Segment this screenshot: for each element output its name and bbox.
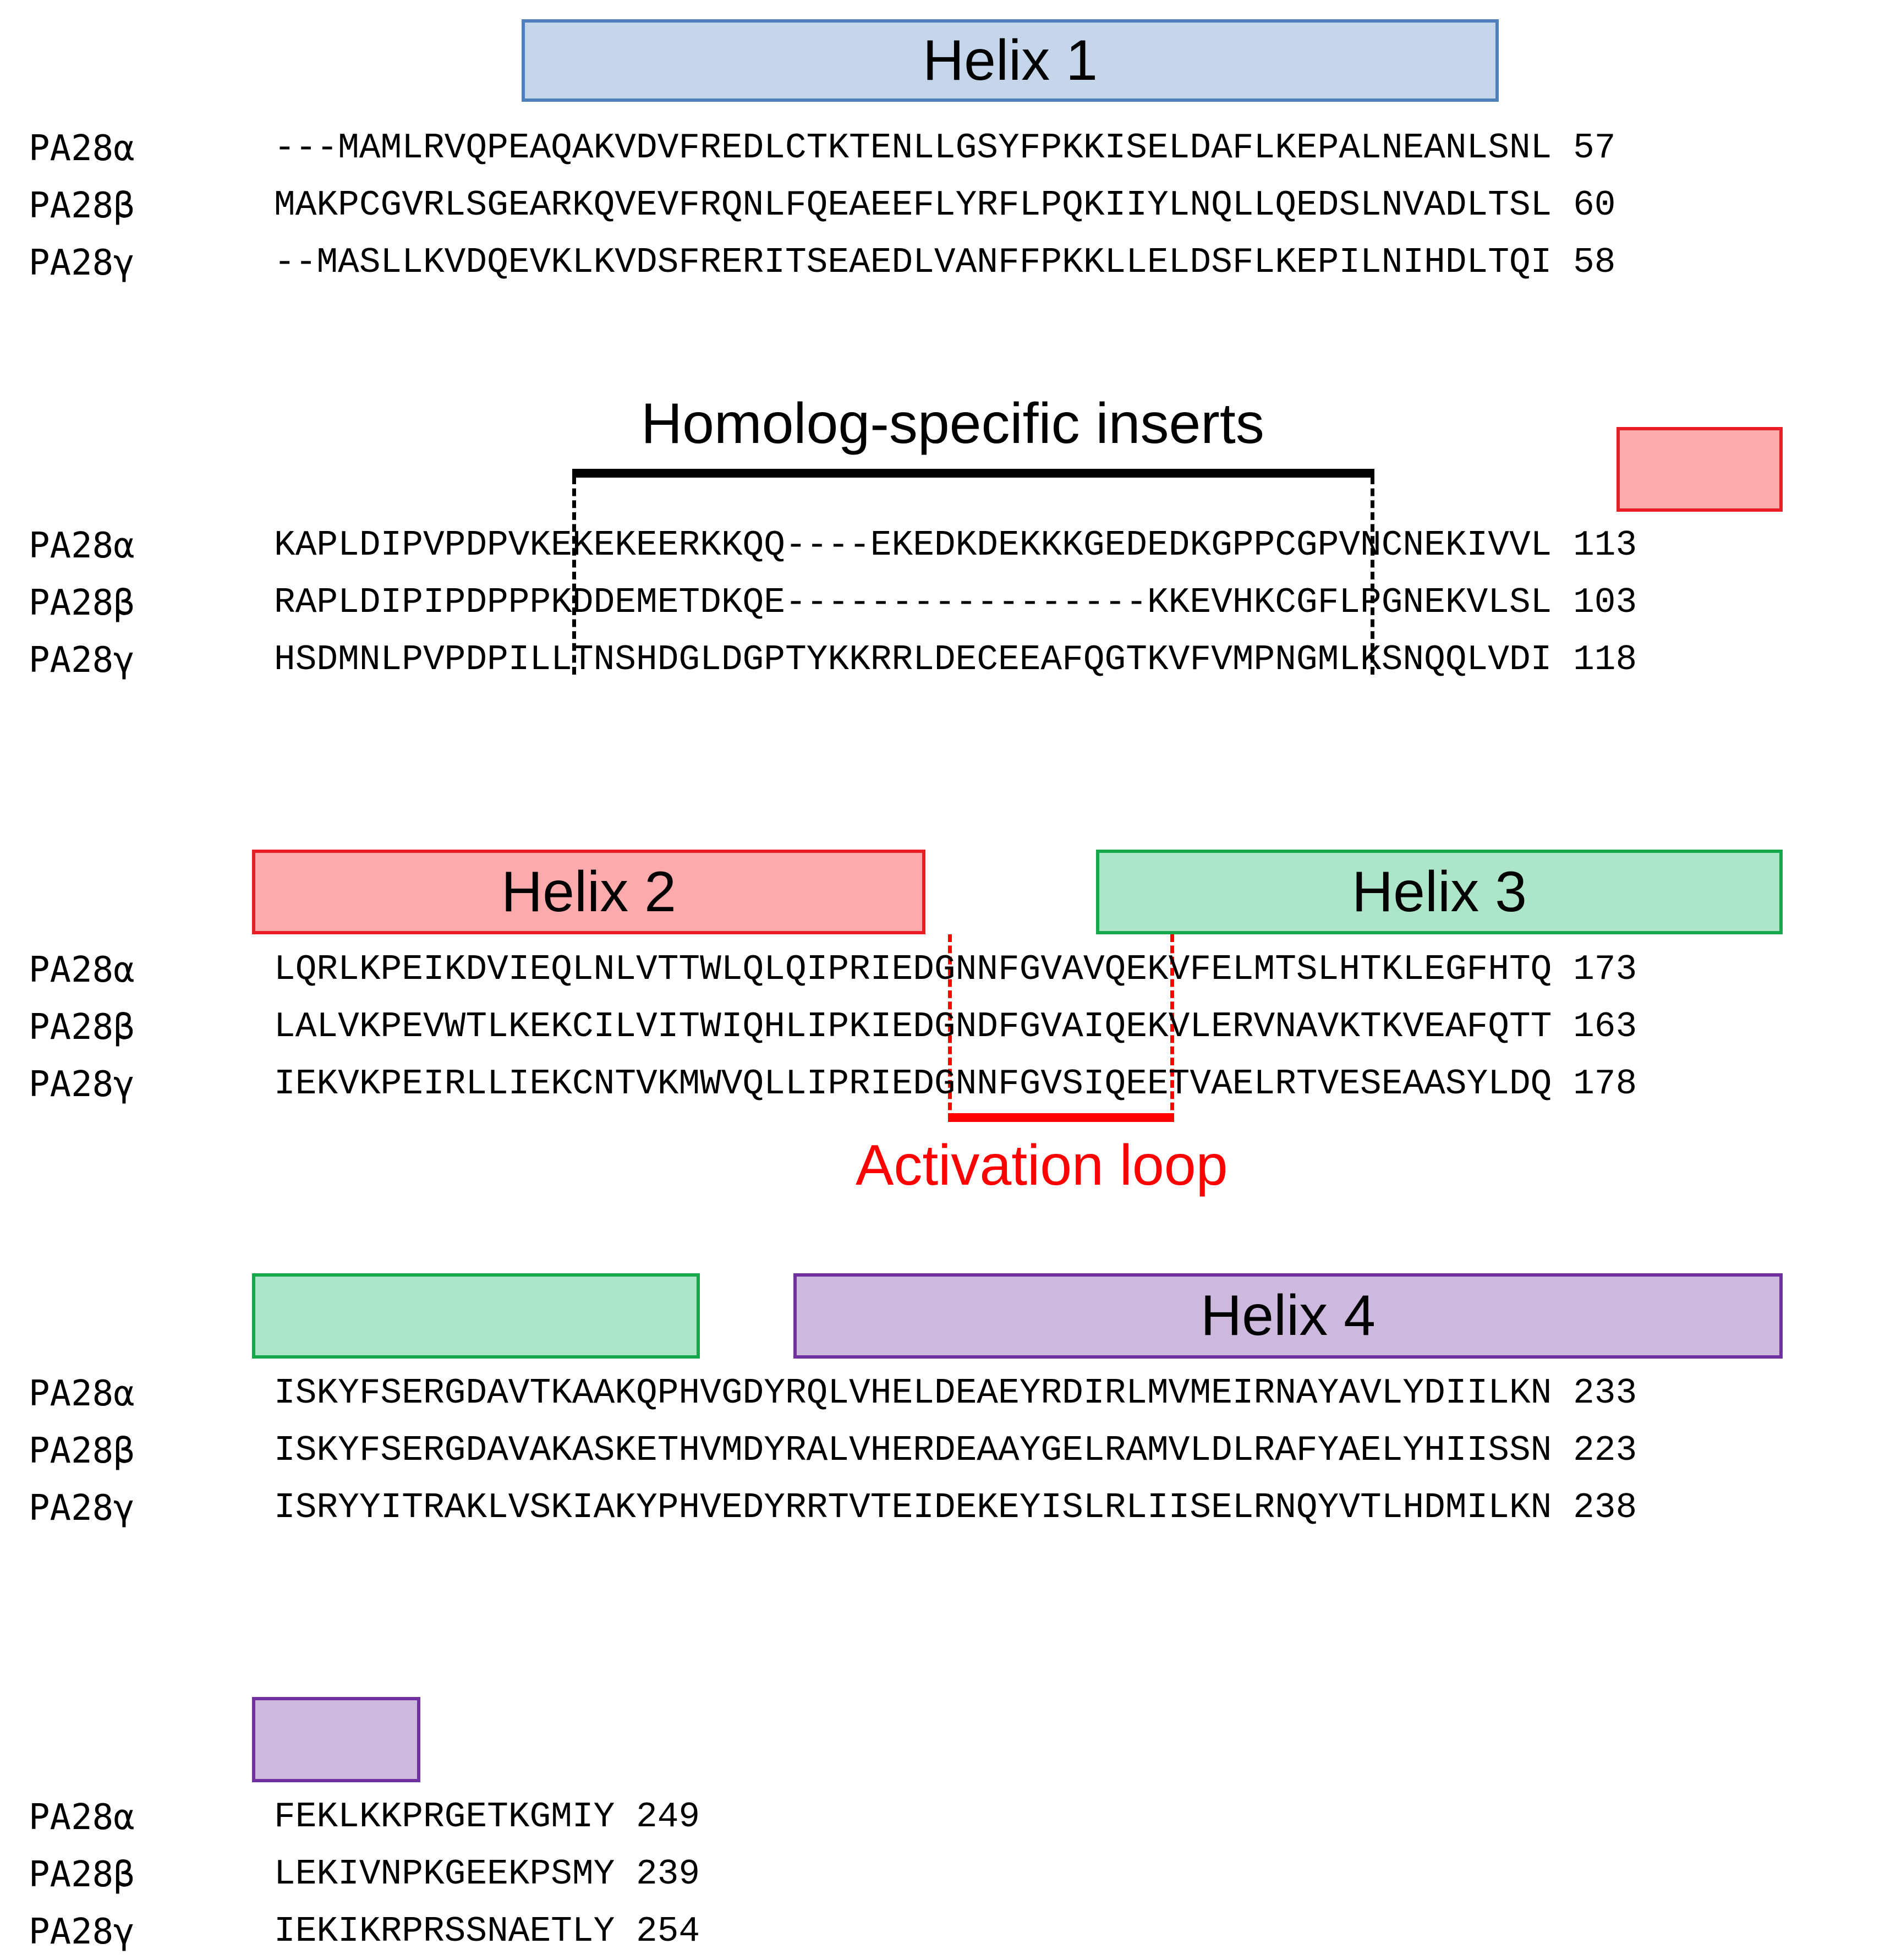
- sequence-text: FEKLKKPRGETKGMIY 249: [274, 1797, 700, 1837]
- helix-2-start-box: [1617, 427, 1783, 512]
- sequence-name: PA28β: [29, 1854, 135, 1895]
- activation-loop-label: Activation loop: [856, 1134, 1228, 1197]
- helix-2-label: Helix 2: [501, 859, 676, 924]
- sequence-name: PA28α: [29, 950, 135, 990]
- helix-4-box: Helix 4: [793, 1273, 1783, 1359]
- sequence-name: PA28β: [29, 185, 135, 226]
- sequence-name: PA28γ: [29, 1488, 135, 1529]
- sequence-text: LQRLKPEIKDVIEQLNLVTTWLQLQIPRIEDGNNFGVAVQ…: [274, 950, 1637, 990]
- sequence-name: PA28γ: [29, 640, 135, 681]
- sequence-name: PA28α: [29, 128, 135, 169]
- sequence-text: RAPLDIPIPDPPPKDDEMETDKQE----------------…: [274, 583, 1637, 623]
- sequence-text: MAKPCGVRLSGEARKQVEVFRQNLFQEAEEFLYRFLPQKI…: [274, 185, 1616, 226]
- sequence-text: LALVKPEVWTLKEKCILVITWIQHLIPKIEDGNDFGVAIQ…: [274, 1007, 1637, 1047]
- helix-2-box: Helix 2: [252, 850, 925, 934]
- sequence-text: ISKYFSERGDAVTKAAKQPHVGDYRQLVHELDEAEYRDIR…: [274, 1373, 1637, 1414]
- activation-loop-bar: [948, 1113, 1174, 1122]
- sequence-name: PA28γ: [29, 1912, 135, 1952]
- activation-loop-left-boundary: [948, 934, 952, 1121]
- insert-left-boundary: [572, 477, 576, 675]
- homolog-inserts-label: Homolog-specific inserts: [641, 392, 1264, 456]
- sequence-name: PA28β: [29, 1431, 135, 1471]
- sequence-text: ISKYFSERGDAVAKASKETHVMDYRALVHERDEAAYGELR…: [274, 1431, 1637, 1471]
- helix-3-continuation-box: [252, 1273, 700, 1359]
- helix-1-box: Helix 1: [522, 19, 1499, 102]
- sequence-text: ISRYYITRAKLVSKIAKYPHVEDYRRTVTEIDEKEYISLR…: [274, 1488, 1637, 1528]
- sequence-text: LEKIVNPKGEEKPSMY 239: [274, 1854, 700, 1895]
- sequence-text: KAPLDIPVPDPVKEKEKEERKKQQ----EKEDKDEKKKGE…: [274, 525, 1637, 566]
- helix-1-label: Helix 1: [923, 28, 1098, 92]
- sequence-name: PA28β: [29, 1007, 135, 1048]
- sequence-name: PA28α: [29, 1373, 135, 1414]
- helix-4-continuation-box: [252, 1697, 420, 1782]
- sequence-name: PA28γ: [29, 243, 135, 283]
- sequence-text: HSDMNLPVPDPILLTNSHDGLDGPTYKKRRLDECEEAFQG…: [274, 640, 1637, 680]
- activation-loop-right-boundary: [1170, 934, 1174, 1121]
- sequence-name: PA28α: [29, 1797, 135, 1838]
- sequence-name: PA28γ: [29, 1064, 135, 1105]
- helix-3-box: Helix 3: [1096, 850, 1783, 934]
- helix-3-label: Helix 3: [1352, 859, 1527, 924]
- insert-right-boundary: [1371, 477, 1374, 675]
- sequence-text: ---MAMLRVQPEAQAKVDVFREDLCTKTENLLGSYFPKKI…: [274, 128, 1616, 168]
- sequence-text: IEKIKRPRSSNAETLY 254: [274, 1912, 700, 1952]
- homolog-inserts-bar: [572, 469, 1374, 478]
- sequence-text: --MASLLKVDQEVKLKVDSFRERITSEAEDLVANFFPKKL…: [274, 243, 1616, 283]
- sequence-name: PA28α: [29, 525, 135, 566]
- sequence-text: IEKVKPEIRLLIEKCNTVKMWVQLLIPRIEDGNNFGVSIQ…: [274, 1064, 1637, 1104]
- helix-4-label: Helix 4: [1201, 1284, 1376, 1348]
- sequence-name: PA28β: [29, 583, 135, 623]
